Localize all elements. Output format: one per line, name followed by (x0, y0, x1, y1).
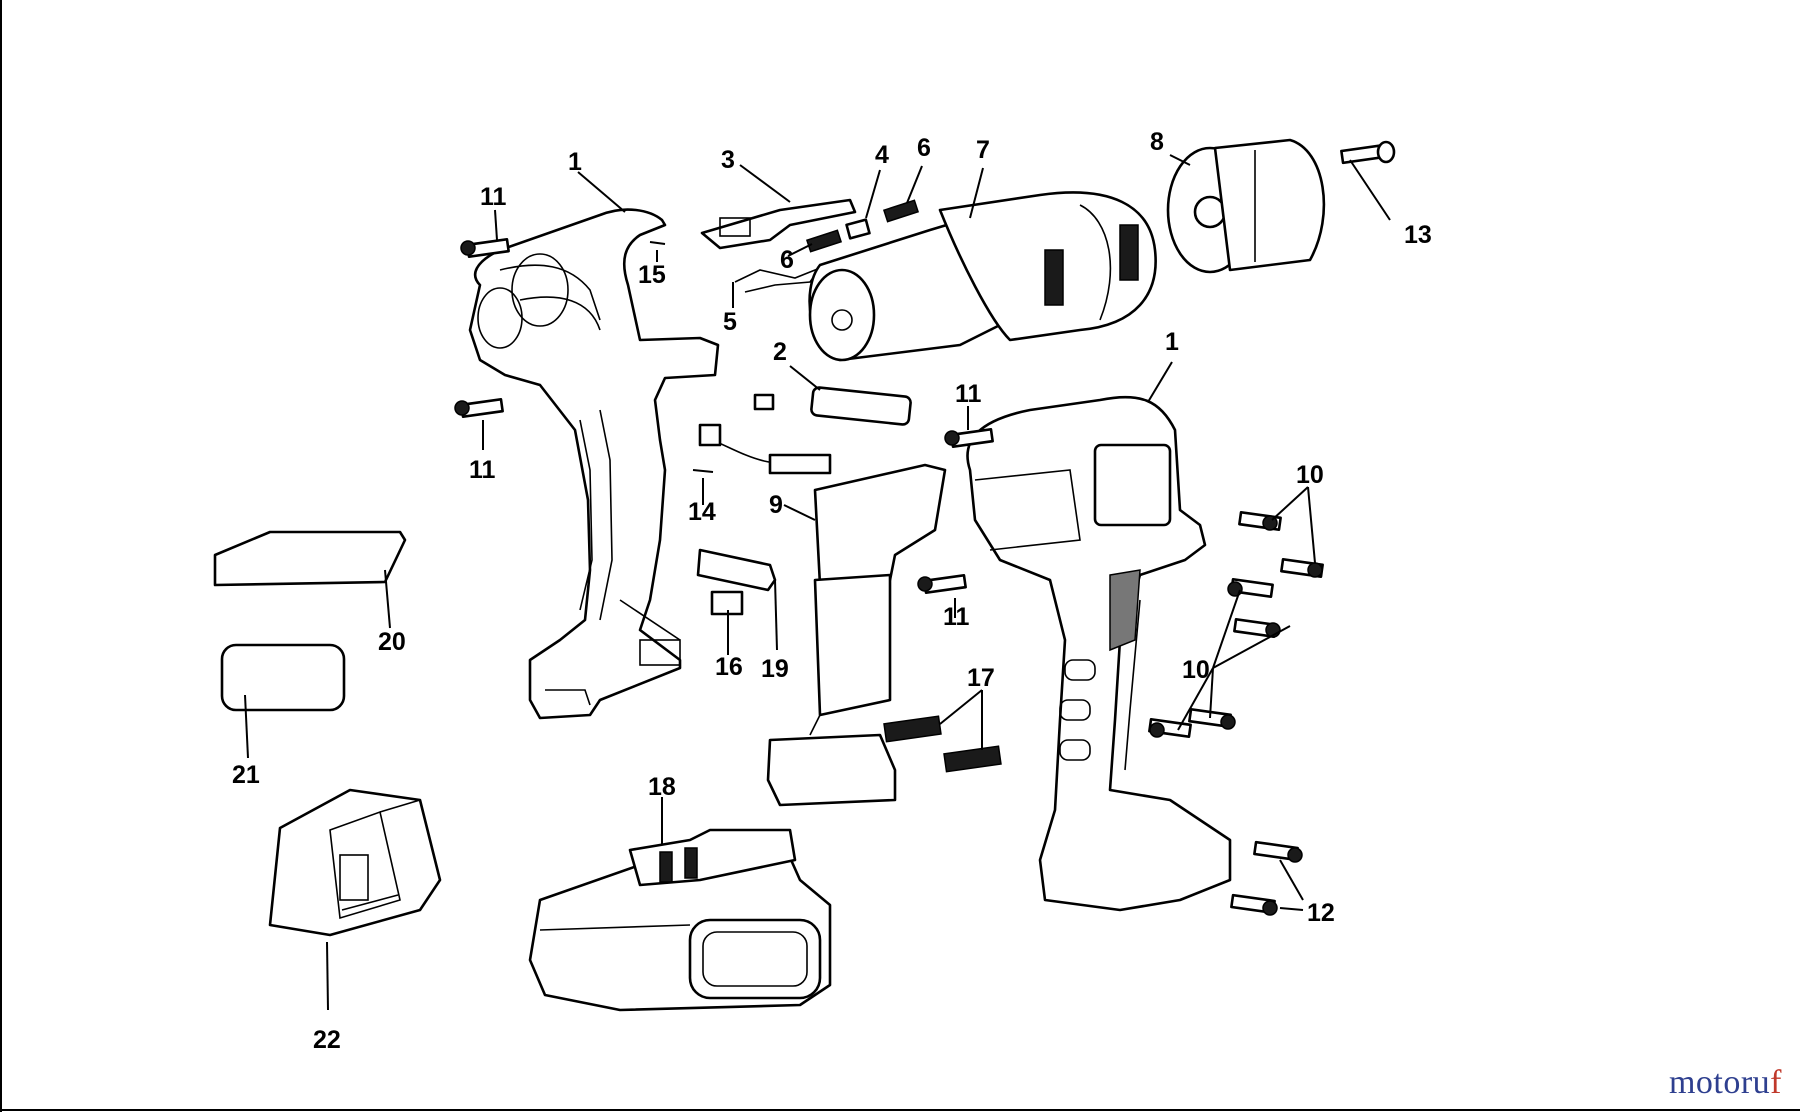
leader-lines (244, 154, 1391, 1011)
part-small-block (845, 218, 871, 240)
watermark-part-1: motoru (1668, 1064, 1771, 1101)
callout-1-right-housing: 1 (1165, 328, 1179, 356)
callout-12: 12 (1307, 899, 1335, 927)
callout-8: 8 (1150, 128, 1164, 156)
part-screws-10 (1148, 510, 1324, 739)
callout-5: 5 (723, 308, 737, 336)
callout-13: 13 (1404, 221, 1432, 249)
callout-15: 15 (638, 261, 666, 289)
callout-10-lower: 10 (1182, 656, 1210, 684)
callout-22: 22 (313, 1026, 341, 1054)
part-switch-slider (700, 198, 857, 250)
part-screws-11 (454, 237, 994, 595)
part-charger (268, 788, 442, 937)
callout-3: 3 (721, 146, 735, 174)
part-wire-clip (734, 266, 823, 293)
callout-6-upper: 6 (917, 134, 931, 162)
callout-11-top-left: 11 (480, 183, 507, 211)
callout-4: 4 (875, 141, 889, 169)
part-pad (810, 386, 912, 426)
part-right-housing-half (966, 395, 1232, 912)
part-chuck-screw (1340, 140, 1396, 165)
callout-11-bottom-left: 11 (469, 456, 496, 484)
callout-9: 9 (769, 491, 783, 519)
callout-21: 21 (232, 761, 260, 789)
part-screws-12 (1230, 840, 1303, 916)
callout-2: 2 (773, 338, 787, 366)
callout-16: 16 (715, 653, 743, 681)
part-trigger-switch (698, 393, 947, 807)
part-label-20 (213, 530, 407, 587)
callout-11-center: 11 (955, 380, 982, 408)
callout-20: 20 (378, 628, 406, 656)
callout-11-lower-center: 11 (943, 603, 970, 631)
watermark-logo: motoruf (1669, 1064, 1782, 1102)
callout-10-upper: 10 (1296, 461, 1324, 489)
callout-14: 14 (688, 498, 716, 526)
callout-17: 17 (967, 664, 995, 692)
part-chuck (1166, 138, 1326, 274)
part-battery (528, 828, 832, 1012)
watermark-part-2: f (1770, 1064, 1782, 1101)
part-pin-15 (649, 241, 666, 245)
callout-6-lower: 6 (780, 246, 794, 274)
callout-1-left-housing: 1 (568, 148, 582, 176)
callout-labels: 1 1 2 3 4 5 6 6 7 8 9 10 10 11 11 11 11 … (232, 128, 1432, 1054)
part-trigger-springs (883, 715, 1002, 773)
callout-7: 7 (976, 136, 990, 164)
callout-19: 19 (761, 655, 789, 683)
part-pin-14 (692, 469, 714, 473)
part-lamp-and-clip (696, 548, 777, 616)
part-label-21 (220, 643, 346, 712)
part-left-housing-half (468, 208, 720, 720)
callout-18: 18 (648, 773, 676, 801)
part-motor-gearbox (808, 191, 1157, 362)
